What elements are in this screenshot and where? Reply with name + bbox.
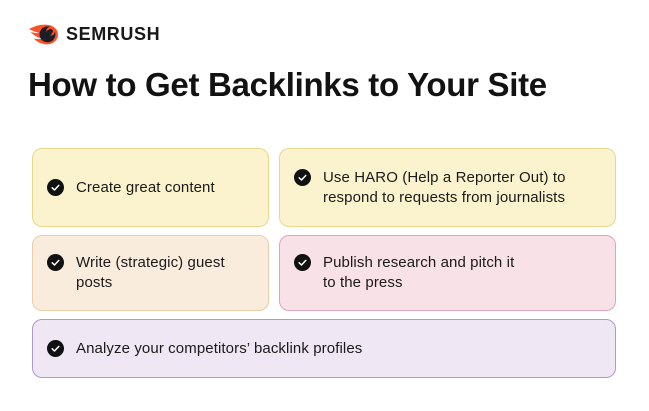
check-circle-icon bbox=[47, 254, 64, 271]
card-write-guest-posts: Write (strategic) guest posts bbox=[32, 235, 269, 311]
check-circle-icon bbox=[294, 168, 311, 186]
page-title: How to Get Backlinks to Your Site bbox=[28, 66, 547, 103]
card-label: Use HARO (Help a Reporter Out) to respon… bbox=[323, 168, 566, 206]
cards-grid: Create great content Use HARO (Help a Re… bbox=[32, 148, 616, 378]
semrush-logo: SEMRUSH bbox=[28, 21, 649, 47]
card-label: Publish research and pitch it to the pre… bbox=[323, 254, 515, 291]
card-analyze-competitors: Analyze your competitors’ backlink profi… bbox=[32, 319, 616, 378]
card-label: Write (strategic) guest posts bbox=[76, 254, 225, 291]
card-label: Analyze your competitors’ backlink profi… bbox=[76, 339, 363, 357]
card-use-haro: Use HARO (Help a Reporter Out) to respon… bbox=[279, 148, 616, 227]
semrush-flame-icon bbox=[28, 21, 59, 47]
card-label: Create great content bbox=[76, 178, 215, 196]
check-circle-icon bbox=[294, 254, 311, 271]
check-circle-icon bbox=[47, 178, 64, 196]
check-circle-icon bbox=[47, 339, 64, 357]
card-publish-research: Publish research and pitch it to the pre… bbox=[279, 235, 616, 311]
logo-wordmark: SEMRUSH bbox=[66, 23, 161, 44]
card-create-great-content: Create great content bbox=[32, 148, 269, 227]
